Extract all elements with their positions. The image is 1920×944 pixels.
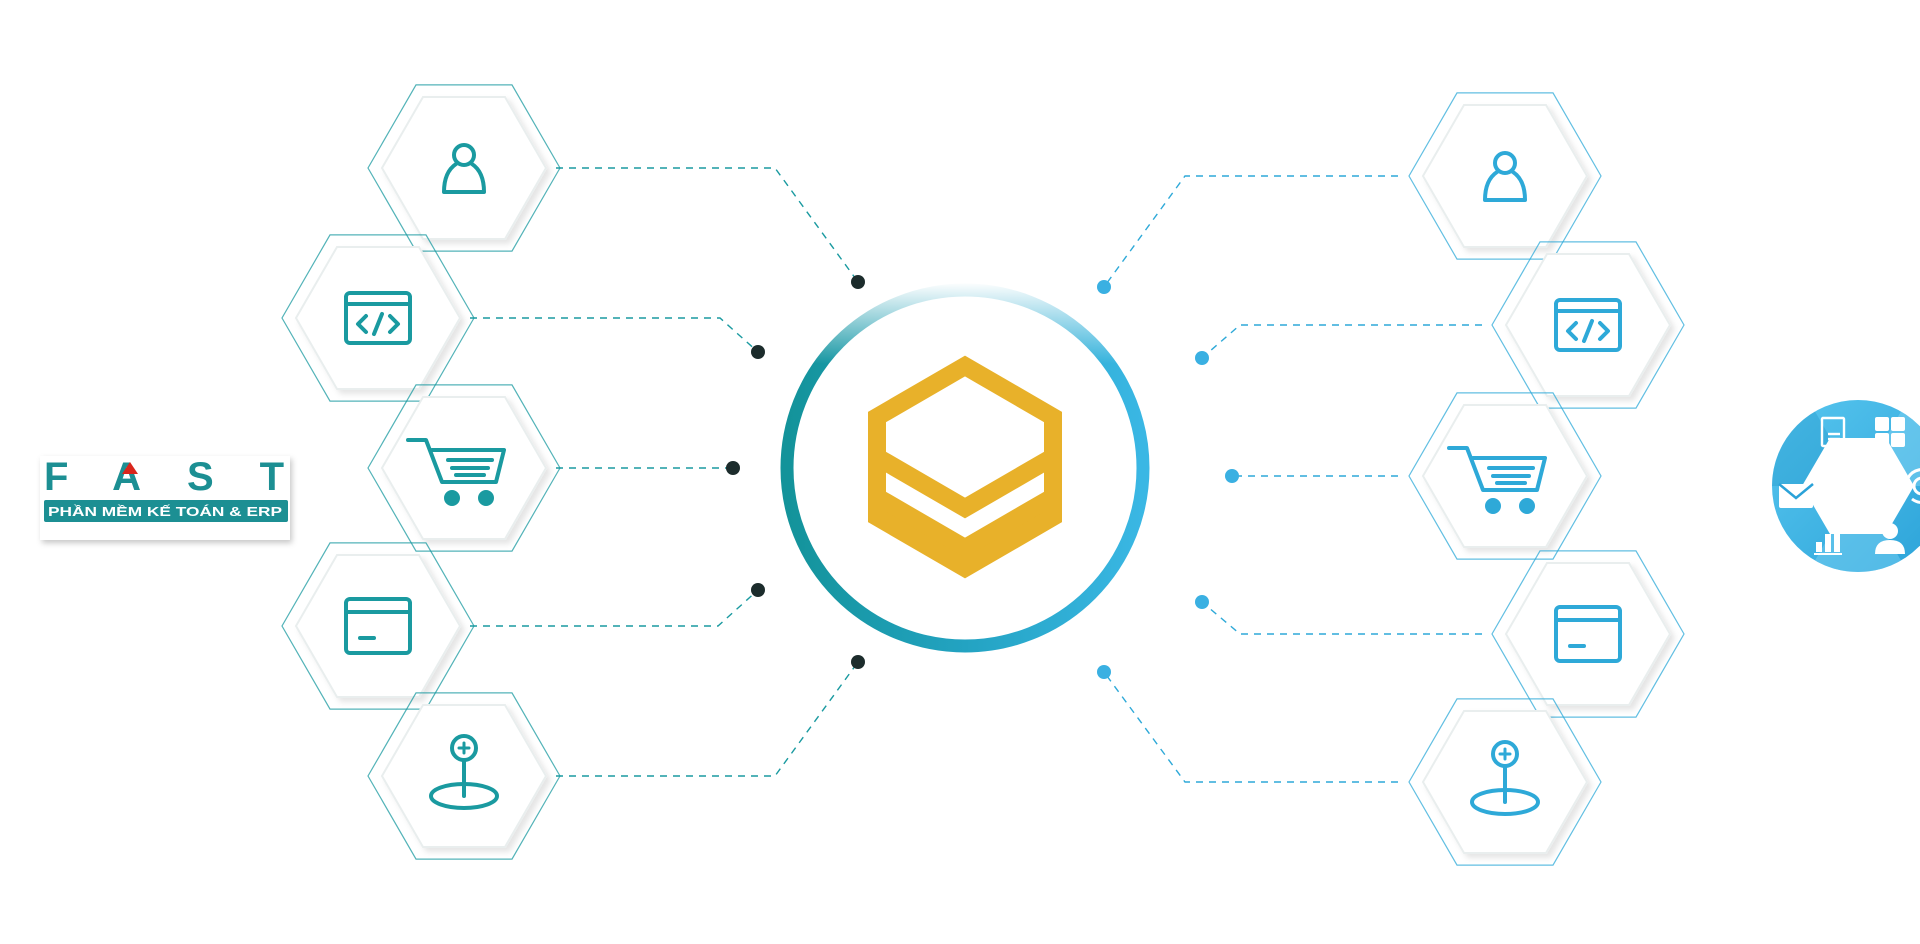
dot-left-5 [851,655,865,669]
sync-gear-icon [1906,468,1920,504]
card-window-icon [344,597,412,655]
location-pin-icon [429,734,499,810]
dot-left-3 [726,461,740,475]
connector-left-2 [470,317,759,353]
connector-dots [726,275,1239,679]
invoice-icon [1820,416,1846,448]
dot-right-1 [1097,280,1111,294]
connector-right-4 [1201,601,1482,635]
left-hex-node-1 [367,84,561,252]
user-icon [1875,523,1905,554]
dot-left-1 [851,275,865,289]
connector-left-4 [470,589,759,627]
right-hex-node-5 [1408,698,1602,866]
left-hex-node-3 [367,384,561,552]
right-hex-node-4 [1491,550,1685,718]
calculator-icon [1875,417,1905,447]
fast-logo [40,456,290,540]
card-window-icon [1554,605,1622,663]
logo-tagline: PHẦN MỀM KẾ TOÁN & ERP [48,504,282,519]
bar-chart-icon [1814,528,1842,555]
user-icon [442,143,486,194]
connector-right-5 [1103,671,1398,783]
location-pin-icon [1470,740,1540,816]
connector-left-1 [556,167,859,283]
connector-lines [470,167,1482,783]
code-window-icon [1554,298,1622,352]
connector-right-1 [1103,175,1398,288]
right-hex-node-1 [1408,92,1602,260]
left-hex-node-4 [281,542,475,710]
dot-right-4 [1195,595,1209,609]
apps-badge [1772,400,1920,573]
right-hex-node-2 [1491,241,1685,409]
connector-right-2 [1201,324,1482,359]
dot-right-5 [1097,665,1111,679]
connector-left-5 [556,661,859,777]
right-hex-node-3 [1408,392,1602,560]
dot-right-2 [1195,351,1209,365]
center-hub [764,267,1166,669]
right-hex-column [1408,92,1685,866]
dot-left-2 [751,345,765,359]
mail-icon [1778,483,1814,508]
stacked-layers-icon [868,355,1062,579]
left-hex-column [281,84,561,860]
shopping-cart-icon [1447,446,1547,514]
dot-left-4 [751,583,765,597]
left-hex-node-5 [367,692,561,860]
logo-accent-icon [122,462,138,474]
shopping-cart-icon [406,438,506,506]
dot-right-3 [1225,469,1239,483]
code-window-icon [344,291,412,345]
left-hex-node-2 [281,234,475,402]
user-icon [1483,151,1527,202]
